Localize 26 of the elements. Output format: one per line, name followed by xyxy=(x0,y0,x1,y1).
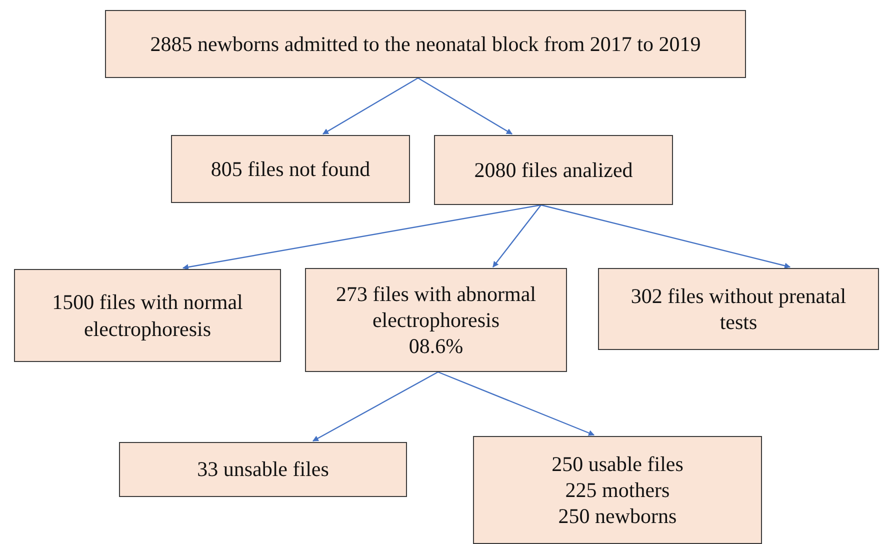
box-text: 33 unsable files xyxy=(197,456,329,483)
arrow xyxy=(418,77,513,135)
process-box xyxy=(14,269,281,362)
process-box xyxy=(171,135,410,203)
box-text: 08.6% xyxy=(408,333,464,360)
arrow xyxy=(322,77,418,135)
arrow xyxy=(540,204,791,269)
process-box xyxy=(473,436,762,544)
process-box xyxy=(305,268,567,372)
arrow xyxy=(492,204,542,268)
process-box xyxy=(434,135,673,205)
box-text: 250 usable files xyxy=(552,450,684,477)
box-text: 225 mothers xyxy=(565,476,670,504)
arrow xyxy=(438,371,595,436)
box-text: 250 newborns xyxy=(558,503,677,530)
arrow xyxy=(182,204,542,270)
process-box xyxy=(119,442,407,497)
process-box xyxy=(105,10,746,78)
arrow xyxy=(312,371,438,442)
box-text: 1500 files with normal electrophoresis xyxy=(51,289,244,342)
box-text: 2080 files analized xyxy=(474,156,633,184)
process-box xyxy=(598,268,879,350)
box-text: 805 files not found xyxy=(210,156,370,182)
box-text: 273 files with abnormal electrophoresis xyxy=(334,280,538,334)
box-text: 302 files without prenatal tests xyxy=(630,282,848,336)
box-text: 2885 newborns admitted to the neonatal block from 2017 to 2019 xyxy=(150,30,701,58)
